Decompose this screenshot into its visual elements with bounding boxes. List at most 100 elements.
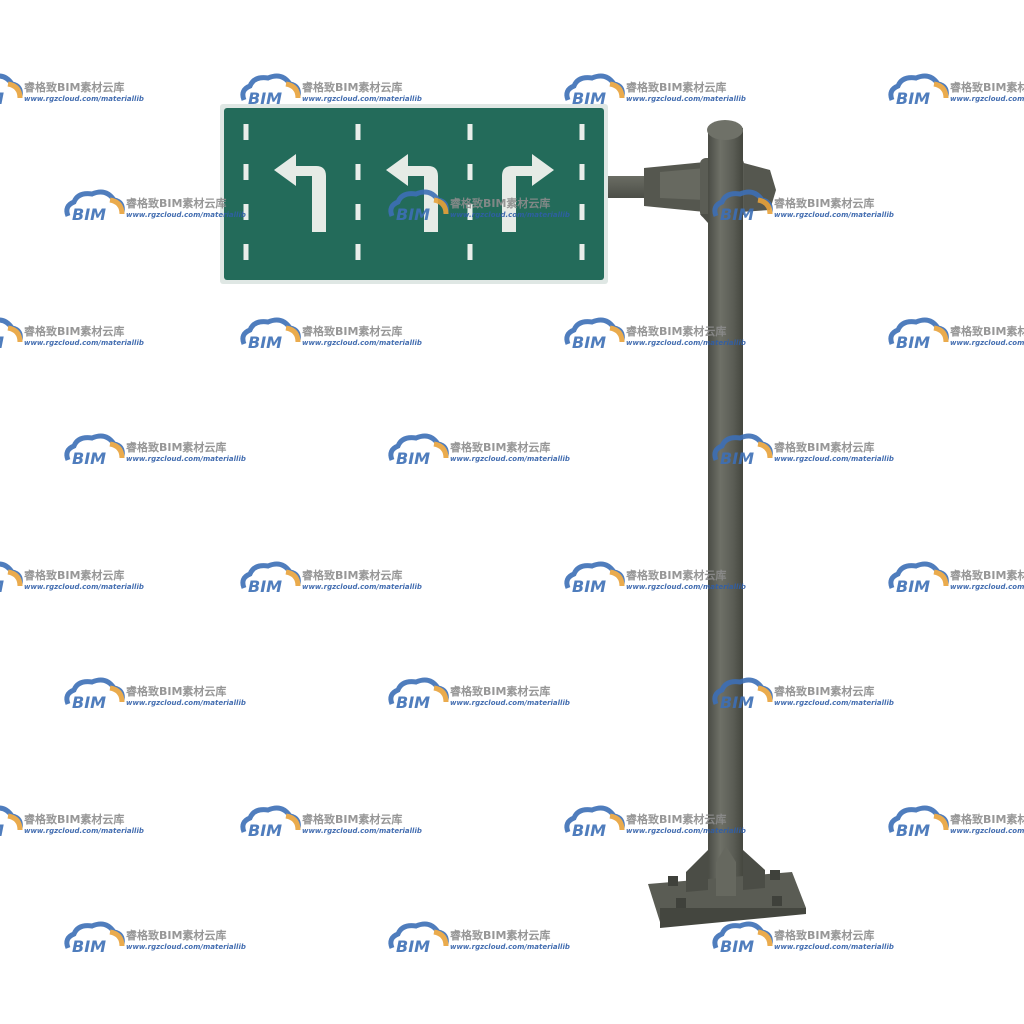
watermark-logo-text: BIM xyxy=(248,577,282,596)
cloud-accent-icon xyxy=(609,813,625,831)
watermark: BIM睿格致BIM素材云库www.rgzcloud.com/materialli… xyxy=(888,561,1024,596)
watermark: BIM睿格致BIM素材云库www.rgzcloud.com/materialli… xyxy=(240,317,422,352)
cloud-accent-icon xyxy=(109,441,125,459)
watermark-logo-text: BIM xyxy=(72,205,106,224)
watermark: BIM睿格致BIM素材云库www.rgzcloud.com/materialli… xyxy=(712,189,894,224)
watermark-url: www.rgzcloud.com/materiallib xyxy=(450,699,570,707)
watermark-brand: 睿格致BIM素材云库 xyxy=(774,684,874,698)
watermark-brand: 睿格致BIM素材云库 xyxy=(450,928,550,942)
watermark-url: www.rgzcloud.com/materiallib xyxy=(24,827,144,835)
watermark-brand: 睿格致BIM素材云库 xyxy=(450,684,550,698)
watermark-url: www.rgzcloud.com/materiallib xyxy=(450,455,570,463)
watermark-url: www.rgzcloud.com/materiallib xyxy=(302,583,422,591)
watermark-brand: 睿格致BIM素材云库 xyxy=(24,324,124,338)
watermark-logo-text: BIM xyxy=(572,821,606,840)
cloud-accent-icon xyxy=(933,325,949,343)
watermark-brand: 睿格致BIM素材云库 xyxy=(774,440,874,454)
watermark: BIM 睿格致BIM素材云库www.rgzcloud.com/materialli… xyxy=(0,561,144,596)
watermark: BIM睿格致BIM素材云库www.rgzcloud.com/materialli… xyxy=(240,73,422,108)
cloud-accent-icon xyxy=(7,569,23,587)
watermark: BIM睿格致BIM素材云库www.rgzcloud.com/materialli… xyxy=(888,73,1024,108)
left-turn-arrow-icon xyxy=(274,154,326,232)
watermark-brand: 睿格致BIM素材云库 xyxy=(126,196,226,210)
watermark-brand: 睿格致BIM素材云库 xyxy=(950,80,1024,94)
cloud-accent-icon xyxy=(757,929,773,947)
cloud-accent-icon xyxy=(433,929,449,947)
watermark-logo-text: BIM xyxy=(396,693,430,712)
watermark-logo-text: BIM xyxy=(396,937,430,956)
cloud-accent-icon xyxy=(285,569,301,587)
cloud-accent-icon xyxy=(285,325,301,343)
lane-dash xyxy=(243,124,249,140)
watermark-logo-text: BIM xyxy=(248,333,282,352)
watermark-logo-text: BIM xyxy=(720,449,754,468)
watermark: BIM睿格致BIM素材云库www.rgzcloud.com/materialli… xyxy=(240,805,422,840)
lane-dash xyxy=(579,204,585,220)
watermark-brand: 睿格致BIM素材云库 xyxy=(302,812,402,826)
watermark-logo-text: BIM xyxy=(248,89,282,108)
watermark-brand: 睿格致BIM素材云库 xyxy=(626,80,726,94)
watermark-url: www.rgzcloud.com/materiallib xyxy=(24,583,144,591)
watermark-brand: 睿格致BIM素材云库 xyxy=(302,324,402,338)
watermark: BIM睿格致BIM素材云库www.rgzcloud.com/materialli… xyxy=(388,189,570,224)
watermark: BIM睿格致BIM素材云库www.rgzcloud.com/materialli… xyxy=(240,561,422,596)
watermark-url: www.rgzcloud.com/materiallib xyxy=(774,455,894,463)
lane-divider-lines xyxy=(243,124,585,260)
cloud-accent-icon xyxy=(933,813,949,831)
pole-cap xyxy=(707,120,743,140)
watermark-brand: 睿格致BIM素材云库 xyxy=(774,928,874,942)
lane-arrows xyxy=(274,154,554,232)
watermark-logo-text: BIM xyxy=(0,89,4,108)
watermark-url: www.rgzcloud.com/materiallib xyxy=(126,943,246,951)
watermark: BIM睿格致BIM素材云库www.rgzcloud.com/materialli… xyxy=(388,433,570,468)
watermark-brand: 睿格致BIM素材云库 xyxy=(626,568,726,582)
watermark-url: www.rgzcloud.com/materiallib xyxy=(626,339,746,347)
watermark: BIM 睿格致BIM素材云库www.rgzcloud.com/materialli… xyxy=(712,433,894,468)
lane-dash xyxy=(355,244,361,260)
watermark-url: www.rgzcloud.com/materiallib xyxy=(450,211,570,219)
watermark-logo-text: BIM xyxy=(572,333,606,352)
watermark: BIM睿格致BIM素材云库www.rgzcloud.com/materialli… xyxy=(64,677,246,712)
watermark-logo-text: BIM xyxy=(720,693,754,712)
watermark-url: www.rgzcloud.com/materiallib xyxy=(626,583,746,591)
watermark-brand: 睿格致BIM素材云库 xyxy=(626,324,726,338)
watermark-brand: 睿格致BIM素材云库 xyxy=(950,812,1024,826)
watermark-layer: BIM睿格致BIM素材云库www.rgzcloud.com/materialli… xyxy=(0,73,1024,956)
lane-dash xyxy=(467,244,473,260)
watermark-url: www.rgzcloud.com/materiallib xyxy=(950,827,1024,835)
watermark-url: www.rgzcloud.com/materiallib xyxy=(626,827,746,835)
cloud-accent-icon xyxy=(757,441,773,459)
lane-dash xyxy=(355,164,361,180)
watermark: BIM 睿格致BIM素材云库www.rgzcloud.com/materialli… xyxy=(712,677,894,712)
watermark: BIM睿格致BIM素材云库www.rgzcloud.com/materialli… xyxy=(564,73,746,108)
watermark-brand: 睿格致BIM素材云库 xyxy=(24,568,124,582)
watermark-url: www.rgzcloud.com/materiallib xyxy=(774,211,894,219)
watermark-brand: 睿格致BIM素材云库 xyxy=(302,80,402,94)
cloud-accent-icon xyxy=(933,569,949,587)
watermark: BIM睿格致BIM素材云库www.rgzcloud.com/materialli… xyxy=(64,921,246,956)
cloud-accent-icon xyxy=(433,441,449,459)
lane-dash xyxy=(579,164,585,180)
cloud-accent-icon xyxy=(7,81,23,99)
watermark: BIM 睿格致BIM素材云库www.rgzcloud.com/materialli… xyxy=(564,317,746,352)
lane-dash xyxy=(467,124,473,140)
watermark-url: www.rgzcloud.com/materiallib xyxy=(774,699,894,707)
watermark-brand: 睿格致BIM素材云库 xyxy=(950,568,1024,582)
watermark-logo-text: BIM xyxy=(396,205,430,224)
watermark: BIM睿格致BIM素材云库www.rgzcloud.com/materialli… xyxy=(712,921,894,956)
watermark-logo-text: BIM xyxy=(720,205,754,224)
watermark-brand: 睿格致BIM素材云库 xyxy=(950,324,1024,338)
watermark-url: www.rgzcloud.com/materiallib xyxy=(774,943,894,951)
cloud-accent-icon xyxy=(933,81,949,99)
cloud-accent-icon xyxy=(109,197,125,215)
pole-base xyxy=(648,846,806,928)
watermark-logo-text: BIM xyxy=(0,577,4,596)
watermark-url: www.rgzcloud.com/materiallib xyxy=(626,95,746,103)
lane-dash xyxy=(579,124,585,140)
watermark-logo-text: BIM xyxy=(0,821,4,840)
watermark: BIM睿格致BIM素材云库www.rgzcloud.com/materialli… xyxy=(564,561,746,596)
watermark-brand: 睿格致BIM素材云库 xyxy=(24,812,124,826)
watermark: BIM睿格致BIM素材云库www.rgzcloud.com/materialli… xyxy=(564,805,746,840)
watermark: BIM睿格致BIM素材云库www.rgzcloud.com/materialli… xyxy=(64,189,246,224)
